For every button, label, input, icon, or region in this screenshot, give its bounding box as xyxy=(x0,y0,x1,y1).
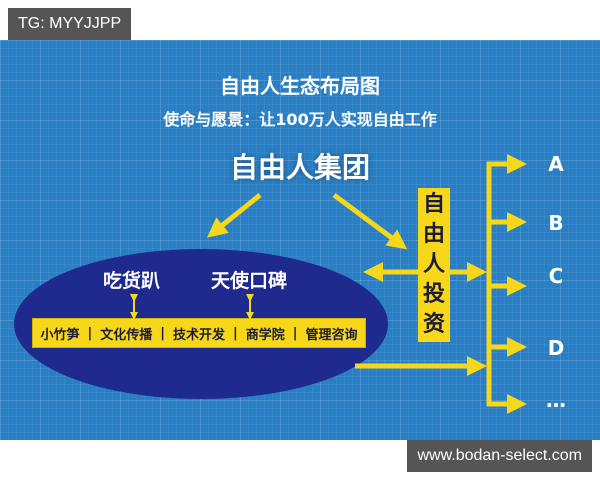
separator: | xyxy=(292,325,298,341)
arrow-root-to-investment xyxy=(332,192,408,250)
watermark-top: TG: MYYJJPP xyxy=(8,8,132,40)
arrow-root-to-ellipse xyxy=(206,193,262,238)
separator: | xyxy=(87,325,93,341)
target-b: B xyxy=(548,211,564,235)
target-d: D xyxy=(547,336,565,360)
investment-char: 自 xyxy=(422,192,445,217)
investment-node: 自 由 人 投 资 xyxy=(418,188,450,342)
service-item: 小竹笋 xyxy=(40,327,80,343)
ecosystem-diagram: 自由人生态布局图 使命与愿景：让100万人实现自由工作 自由人集团 吃货趴 天使… xyxy=(0,40,600,440)
diagram-title: 自由人生态布局图 xyxy=(220,74,380,98)
brand-tianshikoubei: 天使口碑 xyxy=(211,270,288,292)
service-item: 文化传播 xyxy=(100,327,153,343)
diagram-subtitle: 使命与愿景：让100万人实现自由工作 xyxy=(163,110,437,129)
investment-char: 人 xyxy=(422,252,445,277)
target-a: A xyxy=(548,152,564,176)
service-item: 商学院 xyxy=(245,327,285,343)
investment-char: 由 xyxy=(422,222,445,247)
service-item: 管理咨询 xyxy=(305,327,358,343)
separator: | xyxy=(233,325,238,341)
investment-char: 投 xyxy=(422,282,445,307)
target-c: C xyxy=(548,264,564,288)
target-more: … xyxy=(546,388,566,412)
connector-arrows xyxy=(130,154,527,414)
service-item: 技术开发 xyxy=(172,327,225,343)
separator: | xyxy=(160,325,165,341)
brand-chihuopa: 吃货趴 xyxy=(103,270,161,292)
investment-char: 资 xyxy=(422,312,445,337)
services-bar: 小竹笋 | 文化传播 | 技术开发 | 商学院 | 管理咨询 xyxy=(32,318,366,348)
watermark-bottom: www.bodan-select.com xyxy=(407,440,592,472)
root-node: 自由人集团 xyxy=(229,151,370,184)
